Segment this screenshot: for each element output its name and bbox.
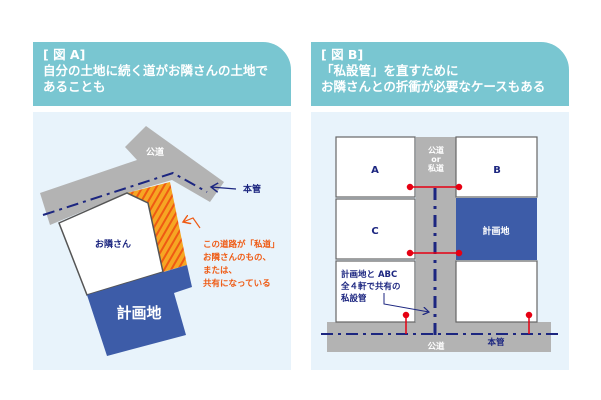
neighbor-label: お隣さん xyxy=(95,238,131,250)
road-label-3: 私道 xyxy=(427,163,444,173)
note-line-1: この道路が「私道」 xyxy=(203,239,280,250)
note-arrow xyxy=(183,218,201,229)
private-road-hatched xyxy=(127,182,187,272)
panel-a-title-1: 自分の土地に続く道がお隣さんの土地で xyxy=(43,63,269,78)
pipe-note-1: 計画地と ABC xyxy=(341,269,397,280)
panel-b-title-2: お隣さんとの折衝が必要なケースもある xyxy=(321,79,546,94)
service-connections xyxy=(402,183,533,334)
panel-a-header: [ 図 A] 自分の土地に続く道がお隣さんの土地で あることも xyxy=(33,42,291,106)
plan-site-b xyxy=(456,198,537,260)
road-label-2: or xyxy=(431,155,440,164)
private-pipe-arrow xyxy=(383,293,429,312)
panel-b-header: [ 図 B] 「私設管」を直すために お隣さんとの折衝が必要なケースもある xyxy=(311,42,569,106)
public-road-a xyxy=(40,126,224,225)
note-line-2: お隣さんのもの、 xyxy=(203,252,271,263)
public-road-label-b: 公道 xyxy=(427,341,445,352)
panel-a-title-2: あることも xyxy=(43,79,106,94)
neighbor-lot xyxy=(58,192,164,296)
note-line-4: 共有になっている xyxy=(203,278,271,289)
lot-b-label: B xyxy=(493,165,501,176)
panel-a-label: [ 図 A] xyxy=(43,47,86,62)
note-line-3: または、 xyxy=(203,265,237,276)
lot-c-label: C xyxy=(371,226,378,237)
public-road-label-a: 公道 xyxy=(146,146,164,158)
main-pipe-a xyxy=(42,171,208,216)
panel-b-label: [ 図 B] xyxy=(321,47,364,62)
lot-a-label: A xyxy=(371,165,379,176)
side-road xyxy=(416,137,456,327)
lot-bottom-right xyxy=(455,260,538,323)
main-pipe-label-a: 本管 xyxy=(243,183,261,195)
lot-b xyxy=(455,136,538,198)
main-pipe-arrow-a xyxy=(211,187,237,189)
lot-bottom-left xyxy=(335,260,416,323)
pipe-note-2: 全４軒で共有の xyxy=(340,281,401,292)
panel-b-title-1: 「私設管」を直すために xyxy=(321,63,459,78)
plan-site-label-b: 計画地 xyxy=(482,225,509,237)
plan-site-a xyxy=(87,265,192,356)
plan-site-label-a: 計画地 xyxy=(116,304,161,322)
pipe-note-3: 私設管 xyxy=(340,293,367,304)
road-label-1: 公道 xyxy=(428,145,444,155)
lot-c xyxy=(335,198,416,260)
main-pipe-label-b: 本管 xyxy=(487,337,505,348)
lot-a xyxy=(335,136,416,198)
public-road-b xyxy=(327,322,551,352)
